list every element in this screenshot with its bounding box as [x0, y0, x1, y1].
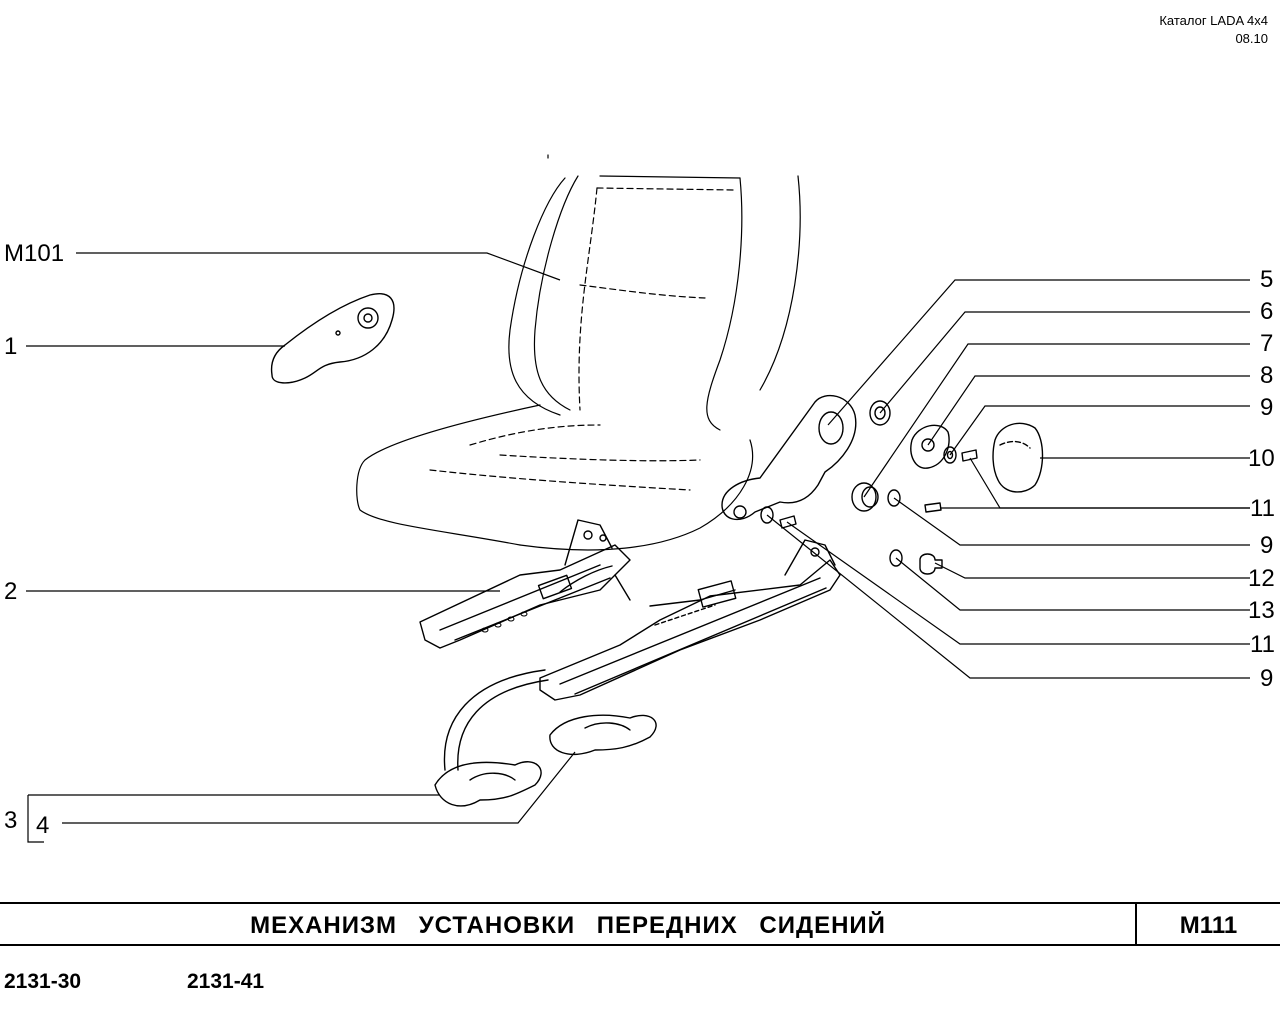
exploded-parts-diagram — [26, 154, 1250, 843]
recline-plate-part — [721, 394, 857, 521]
callout-12: 12 — [1248, 565, 1275, 592]
model-code-1: 2131-30 — [4, 970, 82, 993]
seat-outline — [356, 154, 801, 551]
callout-7: 7 — [1260, 330, 1274, 357]
page-title: МЕХАНИЗМ УСТАНОВКИ ПЕРЕДНИХ СИДЕНИЙ — [250, 912, 886, 939]
callout-9-bottom: 9 — [1260, 665, 1274, 692]
callout-2: 2 — [4, 578, 18, 605]
clamp-parts — [434, 714, 657, 807]
callout-11-bottom: 11 — [1250, 631, 1275, 658]
title-block: МЕХАНИЗМ УСТАНОВКИ ПЕРЕДНИХ СИДЕНИЙ М111 — [0, 902, 1280, 946]
callout-1: 1 — [4, 333, 18, 360]
title-divider — [1135, 904, 1137, 946]
callout-13: 13 — [1248, 597, 1275, 624]
side-cover-part — [270, 293, 395, 384]
callout-5: 5 — [1260, 266, 1274, 293]
callout-m101: М101 — [4, 240, 65, 267]
callout-3: 3 — [4, 807, 18, 834]
catalog-header: Каталог LADA 4x4 — [1159, 13, 1268, 28]
inner-runner-part — [419, 519, 631, 649]
callout-11-top: 11 — [1250, 495, 1275, 522]
callout-10: 10 — [1248, 445, 1275, 472]
callout-9-middle: 9 — [1260, 532, 1274, 559]
page-code: М111 — [1179, 912, 1238, 939]
callout-6: 6 — [1260, 298, 1274, 325]
callout-4: 4 — [36, 812, 50, 839]
callout-8: 8 — [1260, 362, 1274, 389]
model-code-2: 2131-41 — [187, 970, 265, 993]
outer-runner-part — [443, 539, 841, 771]
callout-9-top: 9 — [1260, 394, 1274, 421]
catalog-date: 08.10 — [1235, 31, 1268, 46]
leader-lines — [26, 252, 1250, 843]
fastener-parts — [760, 400, 1044, 575]
